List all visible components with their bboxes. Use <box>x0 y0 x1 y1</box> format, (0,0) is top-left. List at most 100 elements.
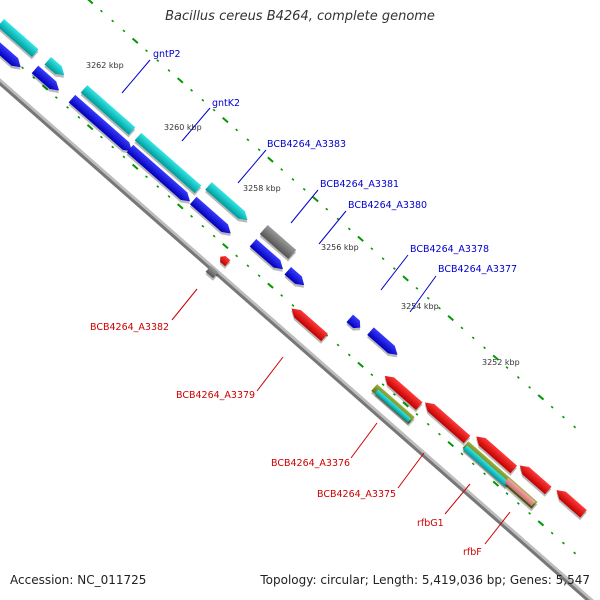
cds-feature[interactable] <box>503 477 536 509</box>
gene-label-gntK2[interactable]: gntK2 <box>212 98 240 109</box>
scale-tick <box>483 346 486 350</box>
scale-tick <box>32 76 36 80</box>
scale-tick <box>347 227 351 231</box>
tick-label: 3254 kbp <box>401 302 439 311</box>
gene-label-A3379[interactable]: BCB4264_A3379 <box>176 390 255 401</box>
other-feature[interactable] <box>258 224 297 262</box>
scale-tick <box>176 77 184 84</box>
scale-labels: 3262 kbp 3260 kbp 3258 kbp 3256 kbp 3254… <box>86 61 520 367</box>
gene-label-A3375[interactable]: BCB4264_A3375 <box>317 489 396 500</box>
genome-backbone <box>0 78 594 600</box>
gene-label-A3376[interactable]: BCB4264_A3376 <box>271 458 350 469</box>
scale-tick <box>528 511 532 515</box>
scale-tick <box>41 84 49 91</box>
scale-tick <box>357 235 364 242</box>
scale-tick <box>257 148 261 152</box>
scale-tick <box>460 326 464 330</box>
scale-tick <box>438 306 441 310</box>
scale-tick <box>492 480 500 487</box>
cds-feature[interactable] <box>43 56 69 82</box>
forward-gene[interactable] <box>345 314 365 334</box>
scale-tick <box>460 452 464 456</box>
scale-tick <box>190 88 193 92</box>
scale-tick <box>505 366 509 369</box>
scale-tick <box>167 69 171 72</box>
forward-gene[interactable] <box>189 196 236 240</box>
gene-label-gntP2[interactable]: gntP2 <box>153 49 181 60</box>
cds-feature[interactable] <box>133 132 202 196</box>
scale-tick <box>550 531 554 535</box>
scale-tick <box>447 440 455 448</box>
scale-tick <box>291 304 295 307</box>
gene-label-rfbG1[interactable]: rfbG1 <box>417 518 444 529</box>
scale-tick <box>222 116 229 124</box>
reverse-gene[interactable] <box>515 462 553 497</box>
scale-tick <box>381 383 385 387</box>
gene-label-A3381[interactable]: BCB4264_A3381 <box>320 179 399 190</box>
scale-tick <box>77 115 81 119</box>
scale-tick <box>392 393 396 396</box>
scale-tick <box>235 254 239 258</box>
cds-feature[interactable] <box>0 19 40 60</box>
gene-label-rfbF[interactable]: rfbF <box>463 547 482 558</box>
forward-gene[interactable] <box>283 266 309 292</box>
gene-label-A3380[interactable]: BCB4264_A3380 <box>348 200 427 211</box>
forward-gene[interactable] <box>0 41 25 73</box>
cds-feature[interactable] <box>374 389 413 425</box>
scale-tick <box>291 178 295 181</box>
scale-tick <box>246 264 250 268</box>
tick-label: 3260 kbp <box>164 123 202 132</box>
forward-gene[interactable] <box>248 239 287 275</box>
scale-tick <box>122 155 126 159</box>
reverse-gene[interactable] <box>380 372 424 413</box>
gene-label-A3383[interactable]: BCB4264_A3383 <box>267 139 346 150</box>
scale-tick <box>21 66 24 70</box>
gene-label-A3378[interactable]: BCB4264_A3378 <box>410 244 489 255</box>
scale-tick <box>392 267 396 270</box>
forward-gene[interactable] <box>366 327 402 361</box>
gene-label-A3377[interactable]: BCB4264_A3377 <box>438 264 517 275</box>
scale-tick <box>550 405 554 409</box>
scale-tick <box>87 0 94 5</box>
scale-tick <box>426 422 430 426</box>
scale-tick <box>347 353 351 357</box>
scale-tick <box>111 145 115 149</box>
cds-feature[interactable] <box>79 85 136 138</box>
gene-label-A3382[interactable]: BCB4264_A3382 <box>90 322 169 333</box>
tick-label: 3256 kbp <box>321 243 359 252</box>
scale-tick <box>325 207 329 211</box>
scale-tick <box>131 163 139 170</box>
reverse-gene[interactable] <box>287 305 329 344</box>
reverse-gene[interactable] <box>216 254 231 269</box>
reverse-gene[interactable] <box>472 433 519 476</box>
scale-tick <box>176 203 184 210</box>
scale-tick <box>122 29 126 33</box>
scale-tick <box>370 247 374 251</box>
scale-tick <box>402 401 409 408</box>
reverse-gene[interactable] <box>420 399 471 446</box>
forward-gene[interactable] <box>67 94 136 158</box>
scale-tick <box>167 195 171 198</box>
tick-label: 3252 kbp <box>482 358 520 367</box>
scale-tick <box>201 98 205 102</box>
map-title: Bacillus cereus B4264, complete genome <box>165 9 435 24</box>
scale-tick <box>145 175 148 179</box>
other-feature[interactable] <box>204 265 219 281</box>
scale-tick <box>573 551 577 555</box>
reverse-gene[interactable] <box>552 486 588 521</box>
scale-tick <box>257 274 261 278</box>
tick-label: 3262 kbp <box>86 61 124 70</box>
scale-tick <box>156 59 160 63</box>
scale-tick <box>516 376 520 379</box>
cds-feature[interactable] <box>462 445 510 490</box>
scale-tick <box>381 257 385 261</box>
cds-feature[interactable] <box>204 182 252 226</box>
feature-track[interactable] <box>0 19 588 521</box>
forward-gene[interactable] <box>30 65 63 97</box>
forward-gene[interactable] <box>125 144 194 208</box>
scale-tick <box>99 9 103 13</box>
scale-tick <box>415 412 419 416</box>
scale-tick <box>222 242 229 250</box>
